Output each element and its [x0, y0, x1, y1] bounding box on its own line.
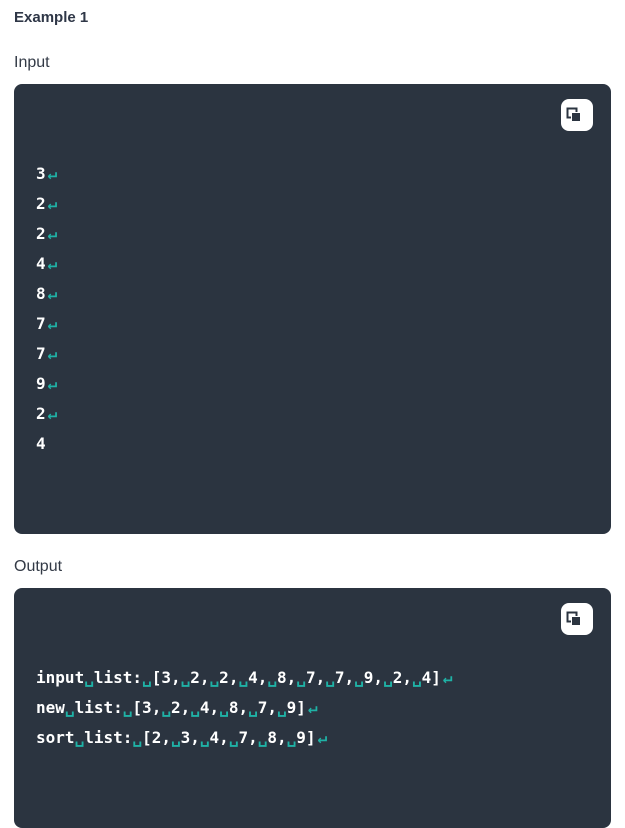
newline-marker-icon: ↵	[442, 668, 453, 687]
code-line: 2↵	[36, 194, 58, 213]
newline-marker-icon: ↵	[307, 698, 318, 717]
code-line: input␣list:␣[3,␣2,␣2,␣4,␣8,␣7,␣7,␣9,␣2,␣…	[36, 668, 453, 687]
newline-marker-icon: ↵	[47, 254, 58, 273]
newline-marker-icon: ↵	[47, 404, 58, 423]
code-line: 2↵	[36, 224, 58, 243]
output-label: Output	[14, 558, 63, 575]
newline-marker-icon: ↵	[47, 344, 58, 363]
space-marker-icon: ␣	[209, 668, 220, 687]
code-line: new␣list:␣[3,␣2,␣4,␣8,␣7,␣9]↵	[36, 698, 318, 717]
space-marker-icon: ␣	[238, 668, 249, 687]
newline-marker-icon: ↵	[317, 728, 328, 747]
output-code-block: input␣list:␣[3,␣2,␣2,␣4,␣8,␣7,␣7,␣9,␣2,␣…	[14, 588, 611, 828]
example-title: Example 1	[14, 9, 89, 26]
space-marker-icon: ␣	[354, 668, 364, 687]
space-marker-icon: ␣	[84, 668, 94, 687]
code-line: 2↵	[36, 404, 58, 423]
code-line: 4↵	[36, 254, 58, 273]
newline-marker-icon: ↵	[47, 314, 58, 333]
space-marker-icon: ␣	[132, 728, 143, 747]
newline-marker-icon: ↵	[47, 284, 58, 303]
code-line: 9↵	[36, 374, 58, 393]
space-marker-icon: ␣	[411, 668, 422, 687]
space-marker-icon: ␣	[286, 728, 297, 747]
space-marker-icon: ␣	[122, 698, 133, 717]
code-line: sort␣list:␣[2,␣3,␣4,␣7,␣8,␣9]↵	[36, 728, 328, 747]
space-marker-icon: ␣	[267, 668, 278, 687]
space-marker-icon: ␣	[219, 698, 229, 717]
copy-icon	[566, 84, 588, 153]
code-lines-input: 3↵ 2↵ 2↵ 4↵ 8↵ 7↵ 7↵ 9↵ 2↵ 4	[36, 159, 589, 459]
newline-marker-icon: ↵	[47, 224, 58, 243]
newline-marker-icon: ↵	[47, 374, 58, 393]
code-line: 7↵	[36, 344, 58, 363]
space-marker-icon: ␣	[257, 728, 268, 747]
input-code-block: 3↵ 2↵ 2↵ 4↵ 8↵ 7↵ 7↵ 9↵ 2↵ 4	[14, 84, 611, 534]
space-marker-icon: ␣	[161, 698, 171, 717]
space-marker-icon: ␣	[170, 728, 181, 747]
space-marker-icon: ␣	[180, 668, 191, 687]
copy-input-button[interactable]	[561, 99, 593, 131]
space-marker-icon: ␣	[74, 728, 85, 747]
code-line: 8↵	[36, 284, 58, 303]
newline-marker-icon: ↵	[47, 194, 58, 213]
code-lines-output: input␣list:␣[3,␣2,␣2,␣4,␣8,␣7,␣7,␣9,␣2,␣…	[36, 663, 589, 753]
space-marker-icon: ␣	[277, 698, 287, 717]
copy-output-button[interactable]	[561, 603, 593, 635]
space-marker-icon: ␣	[325, 668, 335, 687]
space-marker-icon: ␣	[190, 698, 200, 717]
code-line: 3↵	[36, 164, 58, 183]
newline-marker-icon: ↵	[47, 164, 58, 183]
code-line: 4	[36, 434, 46, 453]
code-line: 7↵	[36, 314, 58, 333]
space-marker-icon: ␣	[383, 668, 393, 687]
input-label: Input	[14, 54, 50, 71]
space-marker-icon: ␣	[296, 668, 306, 687]
space-marker-icon: ␣	[199, 728, 210, 747]
space-marker-icon: ␣	[142, 668, 152, 687]
space-marker-icon: ␣	[64, 698, 75, 717]
copy-icon	[566, 588, 588, 657]
space-marker-icon: ␣	[228, 728, 239, 747]
space-marker-icon: ␣	[248, 698, 258, 717]
